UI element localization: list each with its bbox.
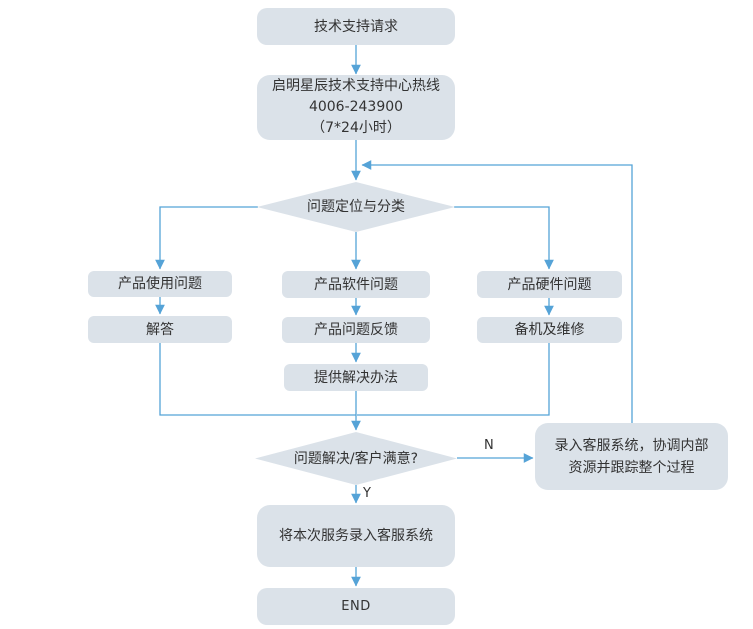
hotline-line-1: 启明星辰技术支持中心热线 <box>272 78 440 94</box>
node-record-service: 将本次服务录入客服系统 <box>257 505 455 567</box>
node-issue-feedback: 产品问题反馈 <box>282 317 430 343</box>
edge-escalate-feedback-loop <box>361 160 633 423</box>
node-end: END <box>257 588 455 625</box>
node-software-issue: 产品软件问题 <box>282 271 430 298</box>
node-answer: 解答 <box>88 316 232 343</box>
edge-repair-to-merge <box>357 343 550 416</box>
edge-answer-to-merge <box>159 343 356 416</box>
node-usage-issue: 产品使用问题 <box>88 271 232 297</box>
edge-label-no: N <box>484 438 494 453</box>
node-provide-solution: 提供解决办法 <box>284 364 428 391</box>
node-hotline: 启明星辰技术支持中心热线 4006-243900 （7*24小时） <box>257 75 455 140</box>
hotline-line-2: 4006-243900 <box>308 99 404 115</box>
edge-classify-to-hardware <box>454 206 554 270</box>
edge-label-yes: Y <box>363 486 371 501</box>
hotline-line-3: （7*24小时） <box>311 120 401 136</box>
node-backup-repair: 备机及维修 <box>477 317 622 343</box>
node-escalate: 录入客服系统，协调内部资源并跟踪整个过程 <box>535 423 728 490</box>
node-start: 技术支持请求 <box>257 8 455 45</box>
node-hardware-issue: 产品硬件问题 <box>477 271 622 298</box>
edge-classify-to-usage <box>155 206 258 270</box>
